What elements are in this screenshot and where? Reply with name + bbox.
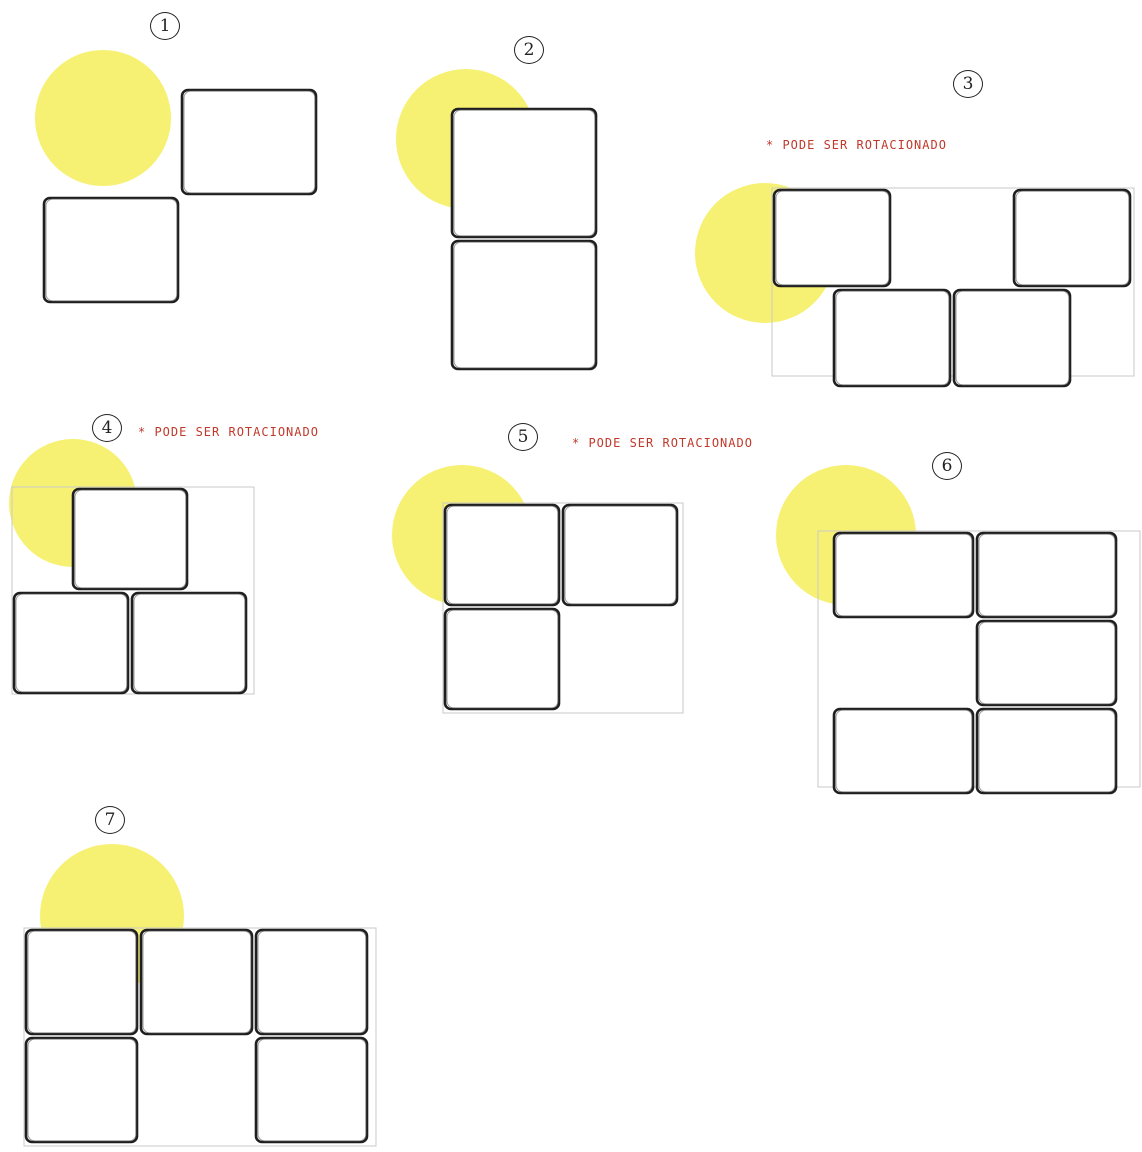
piece-5-cell <box>563 505 677 605</box>
piece-7-cell <box>26 930 137 1034</box>
piece-4-cell <box>132 593 246 693</box>
piece-7-number: 7 <box>95 806 125 834</box>
piece-7-cell <box>26 1038 137 1142</box>
piece-5-cell <box>445 505 559 605</box>
piece-6-number: 6 <box>932 452 962 480</box>
piece-3-cell <box>834 290 950 386</box>
piece-3-cell <box>954 290 1070 386</box>
piece-6-cell <box>834 533 973 617</box>
piece-5-cell <box>445 609 559 709</box>
piece-4-number: 4 <box>92 414 122 442</box>
piece-7-cell <box>141 930 252 1034</box>
piece-6-cell <box>977 533 1116 617</box>
piece-4-cell <box>14 593 128 693</box>
piece-1-cell <box>44 198 178 302</box>
piece-6-cell <box>977 709 1116 793</box>
piece-1-cell <box>182 90 316 194</box>
piece-2-cell <box>452 241 596 369</box>
piece-5-number: 5 <box>508 423 538 451</box>
piece-6-cell <box>977 621 1116 705</box>
piece-2-cell <box>452 109 596 237</box>
piece-1-sun-highlight <box>35 50 171 186</box>
piece-7-cell <box>256 1038 367 1142</box>
piece-2-number: 2 <box>514 36 544 64</box>
piece-4-cell <box>73 489 187 589</box>
piece-5-note: * PODE SER ROTACIONADO <box>572 436 753 450</box>
piece-3-cell <box>1014 190 1130 286</box>
piece-7-cell <box>256 930 367 1034</box>
piece-4-note: * PODE SER ROTACIONADO <box>138 425 319 439</box>
piece-3-number: 3 <box>953 70 983 98</box>
piece-3-cell <box>774 190 890 286</box>
piece-6-cell <box>834 709 973 793</box>
piece-1-number: 1 <box>150 12 180 40</box>
piece-3-note: * PODE SER ROTACIONADO <box>766 138 947 152</box>
